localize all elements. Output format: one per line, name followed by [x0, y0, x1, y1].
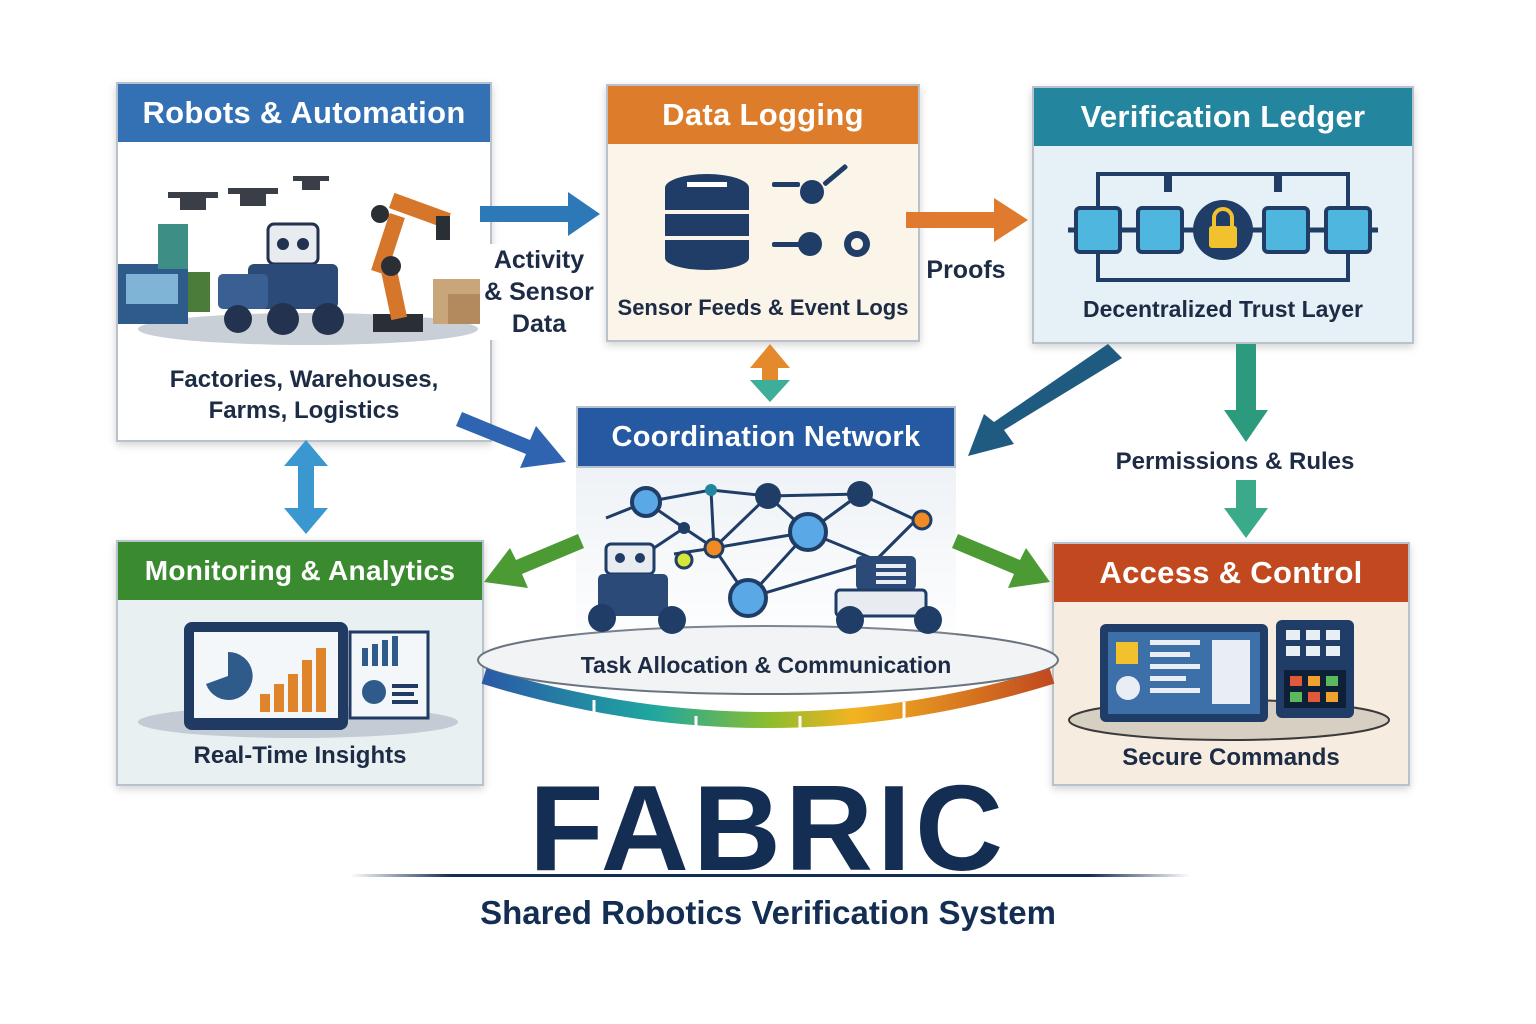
data-logging-header: Data Logging — [608, 86, 918, 144]
access-control-caption: Secure Commands — [1122, 744, 1340, 771]
coordination-network-box: Coordination Network — [576, 406, 956, 678]
monitoring-analytics-body: Real-Time Insights — [118, 602, 482, 784]
page-subtitle: Shared Robotics Verification System — [480, 894, 1056, 931]
monitoring-analytics-box: Monitoring & Analytics Real-Time Insight… — [116, 540, 484, 786]
activity-line1: Activity — [493, 246, 585, 274]
data-logging-caption: Sensor Feeds & Event Logs — [617, 295, 909, 320]
access-control-header: Access & Control — [1054, 544, 1408, 602]
arrow-ledger-to-permissions — [1224, 344, 1268, 442]
verification-ledger-box: Verification Ledger Decentralized Trust … — [1032, 86, 1414, 344]
dashboard-chart-icon — [138, 622, 458, 738]
verification-ledger-caption: Decentralized Trust Layer — [1083, 296, 1363, 322]
activity-line2: & Sensor — [484, 278, 594, 306]
arrow-coordination-to-access — [952, 534, 1050, 588]
access-control-body: Secure Commands — [1054, 604, 1408, 784]
page-title: FABRIC — [528, 760, 1008, 896]
arrow-robots-to-logging — [480, 192, 600, 236]
arrow-logging-coordination — [750, 344, 790, 402]
data-logging-title: Data Logging — [662, 97, 864, 132]
arrow-permissions-to-access — [1224, 480, 1268, 538]
proofs-label: Proofs — [926, 256, 1006, 284]
control-panel-icon — [1068, 620, 1390, 741]
coordination-network-body — [576, 468, 956, 652]
robots-automation-caption: Factories, Warehouses, Farms, Logistics — [118, 364, 490, 426]
robots-automation-body: Factories, Warehouses, Farms, Logistics — [118, 144, 490, 440]
robots-automation-header: Robots & Automation — [118, 84, 490, 142]
verification-ledger-body: Decentralized Trust Layer — [1034, 148, 1412, 342]
monitoring-analytics-caption: Real-Time Insights — [193, 742, 407, 769]
blockchain-lock-icon — [1068, 172, 1378, 282]
robots-automation-title: Robots & Automation — [142, 95, 466, 130]
arrow-logging-to-ledger — [906, 198, 1028, 242]
robots-fleet-icon — [118, 176, 483, 345]
data-logging-box: Data Logging Sensor Feeds & Event — [606, 84, 920, 342]
verification-ledger-title: Verification Ledger — [1080, 99, 1366, 134]
arrow-coordination-to-monitoring — [484, 534, 584, 588]
monitoring-analytics-header: Monitoring & Analytics — [118, 542, 482, 600]
coordination-network-caption: Task Allocation & Communication — [580, 652, 952, 678]
network-robots-icon — [588, 481, 942, 634]
robots-automation-box: Robots & Automation — [116, 82, 492, 442]
monitoring-analytics-title: Monitoring & Analytics — [144, 555, 456, 586]
access-control-title: Access & Control — [1099, 555, 1363, 590]
robots-caption-line1: Factories, Warehouses, — [169, 366, 439, 393]
robots-caption-line2: Farms, Logistics — [208, 397, 400, 424]
title-divider — [350, 874, 1190, 877]
database-icon — [665, 164, 870, 270]
arrow-robots-monitoring — [284, 440, 328, 534]
arrow-ledger-to-coordination — [968, 344, 1122, 456]
activity-sensor-data-label: Activity & Sensor Data — [480, 244, 598, 340]
coordination-network-title: Coordination Network — [611, 420, 921, 453]
access-control-box: Access & Control Secure Commands — [1052, 542, 1410, 786]
coordination-network-header: Coordination Network — [576, 406, 956, 468]
permissions-rules-label: Permissions & Rules — [1100, 446, 1370, 478]
data-logging-body: Sensor Feeds & Event Logs — [608, 146, 918, 340]
verification-ledger-header: Verification Ledger — [1034, 88, 1412, 146]
activity-line3: Data — [511, 310, 567, 338]
